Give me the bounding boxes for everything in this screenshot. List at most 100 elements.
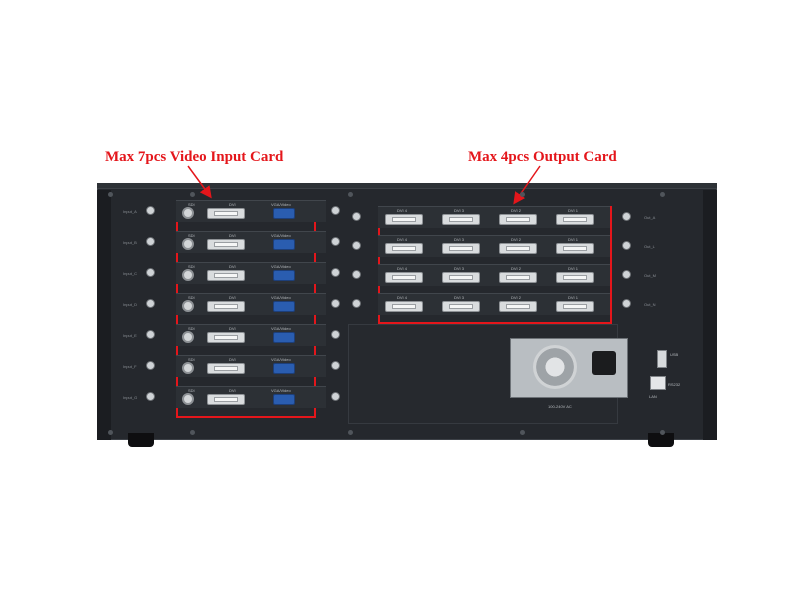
input-knob-left[interactable] <box>146 330 155 339</box>
dvi-output-port[interactable] <box>385 301 423 312</box>
dvi-output-port[interactable] <box>499 301 537 312</box>
output-card-callout: Max 4pcs Output Card <box>468 149 617 165</box>
usb-port[interactable] <box>657 350 667 368</box>
output-knob-left[interactable] <box>352 270 361 279</box>
dvi-input-port[interactable] <box>207 332 245 343</box>
dvi-label: DVI <box>229 388 236 393</box>
output-row-label: Out_A <box>644 215 656 220</box>
sdi-bnc-port[interactable] <box>182 331 194 343</box>
input-card-callout: Max 7pcs Video Input Card <box>105 149 284 165</box>
input-knob-left[interactable] <box>146 268 155 277</box>
input-row-label: Input_D <box>123 302 138 307</box>
dvi-output-label: DVI 4 <box>397 208 408 213</box>
input-knob-right[interactable] <box>331 361 340 370</box>
dvi-label: DVI <box>229 233 236 238</box>
dvi-input-port[interactable] <box>207 394 245 405</box>
sdi-bnc-port[interactable] <box>182 207 194 219</box>
output-knob-left[interactable] <box>352 241 361 250</box>
dvi-input-port[interactable] <box>207 363 245 374</box>
vga-video-port[interactable] <box>273 332 295 343</box>
sdi-bnc-port[interactable] <box>182 362 194 374</box>
input-knob-left[interactable] <box>146 206 155 215</box>
output-knob-right[interactable] <box>622 270 631 279</box>
dvi-input-port[interactable] <box>207 301 245 312</box>
dvi-output-label: DVI 3 <box>454 237 465 242</box>
rj45-port[interactable] <box>650 376 666 390</box>
sdi-bnc-port[interactable] <box>182 238 194 250</box>
dvi-label: DVI <box>229 264 236 269</box>
vga-video-port[interactable] <box>273 208 295 219</box>
dvi-output-label: DVI 2 <box>511 295 522 300</box>
dvi-output-port[interactable] <box>442 272 480 283</box>
dvi-output-port[interactable] <box>385 272 423 283</box>
dvi-output-label: DVI 4 <box>397 237 408 242</box>
input-knob-right[interactable] <box>331 268 340 277</box>
vga-video-port[interactable] <box>273 270 295 281</box>
vga-label: VGA/Video <box>271 264 291 269</box>
chassis-top-plate <box>97 183 717 191</box>
input-knob-right[interactable] <box>331 237 340 246</box>
dvi-input-port[interactable] <box>207 270 245 281</box>
chassis-screw <box>520 192 525 197</box>
sdi-bnc-port[interactable] <box>182 269 194 281</box>
dvi-output-port[interactable] <box>556 301 594 312</box>
vga-video-port[interactable] <box>273 394 295 405</box>
sdi-bnc-port[interactable] <box>182 393 194 405</box>
dvi-input-port[interactable] <box>207 239 245 250</box>
dvi-input-port[interactable] <box>207 208 245 219</box>
input-row-label: Input_G <box>123 395 138 400</box>
dvi-output-port[interactable] <box>499 214 537 225</box>
sdi-bnc-port[interactable] <box>182 300 194 312</box>
output-knob-left[interactable] <box>352 299 361 308</box>
output-knob-right[interactable] <box>622 212 631 221</box>
output-card <box>378 264 610 286</box>
dvi-output-port[interactable] <box>499 243 537 254</box>
output-knob-right[interactable] <box>622 299 631 308</box>
output-card <box>378 235 610 257</box>
input-card <box>176 324 326 346</box>
output-row-label: Out_N <box>644 302 656 307</box>
dvi-output-port[interactable] <box>442 301 480 312</box>
input-knob-left[interactable] <box>146 299 155 308</box>
dvi-output-label: DVI 3 <box>454 208 465 213</box>
dvi-output-port[interactable] <box>442 214 480 225</box>
vga-video-port[interactable] <box>273 363 295 374</box>
input-row-label: Input_E <box>123 333 137 338</box>
input-knob-left[interactable] <box>146 237 155 246</box>
dvi-output-label: DVI 1 <box>568 295 579 300</box>
vga-video-port[interactable] <box>273 239 295 250</box>
chassis-screw <box>520 430 525 435</box>
input-knob-right[interactable] <box>331 206 340 215</box>
dvi-label: DVI <box>229 202 236 207</box>
input-knob-left[interactable] <box>146 392 155 401</box>
dvi-output-port[interactable] <box>556 243 594 254</box>
dvi-output-port[interactable] <box>556 272 594 283</box>
dvi-output-label: DVI 1 <box>568 266 579 271</box>
sdi-label: SDI <box>188 357 195 362</box>
ac-power-inlet[interactable] <box>592 351 616 375</box>
vga-label: VGA/Video <box>271 357 291 362</box>
input-knob-right[interactable] <box>331 330 340 339</box>
chassis-screw <box>660 192 665 197</box>
psu-fan-icon <box>533 345 577 389</box>
output-knob-left[interactable] <box>352 212 361 221</box>
dvi-output-label: DVI 1 <box>568 237 579 242</box>
dvi-output-label: DVI 2 <box>511 237 522 242</box>
input-knob-right[interactable] <box>331 299 340 308</box>
dvi-output-port[interactable] <box>385 214 423 225</box>
dvi-output-port[interactable] <box>556 214 594 225</box>
dvi-output-label: DVI 2 <box>511 266 522 271</box>
chassis-foot-right <box>648 433 674 447</box>
chassis-screw <box>660 430 665 435</box>
vga-label: VGA/Video <box>271 326 291 331</box>
vga-video-port[interactable] <box>273 301 295 312</box>
input-knob-right[interactable] <box>331 392 340 401</box>
sdi-label: SDI <box>188 326 195 331</box>
dvi-output-port[interactable] <box>442 243 480 254</box>
dvi-output-port[interactable] <box>385 243 423 254</box>
usb-label: USB <box>670 352 679 357</box>
sdi-label: SDI <box>188 264 195 269</box>
output-knob-right[interactable] <box>622 241 631 250</box>
input-knob-left[interactable] <box>146 361 155 370</box>
dvi-output-port[interactable] <box>499 272 537 283</box>
